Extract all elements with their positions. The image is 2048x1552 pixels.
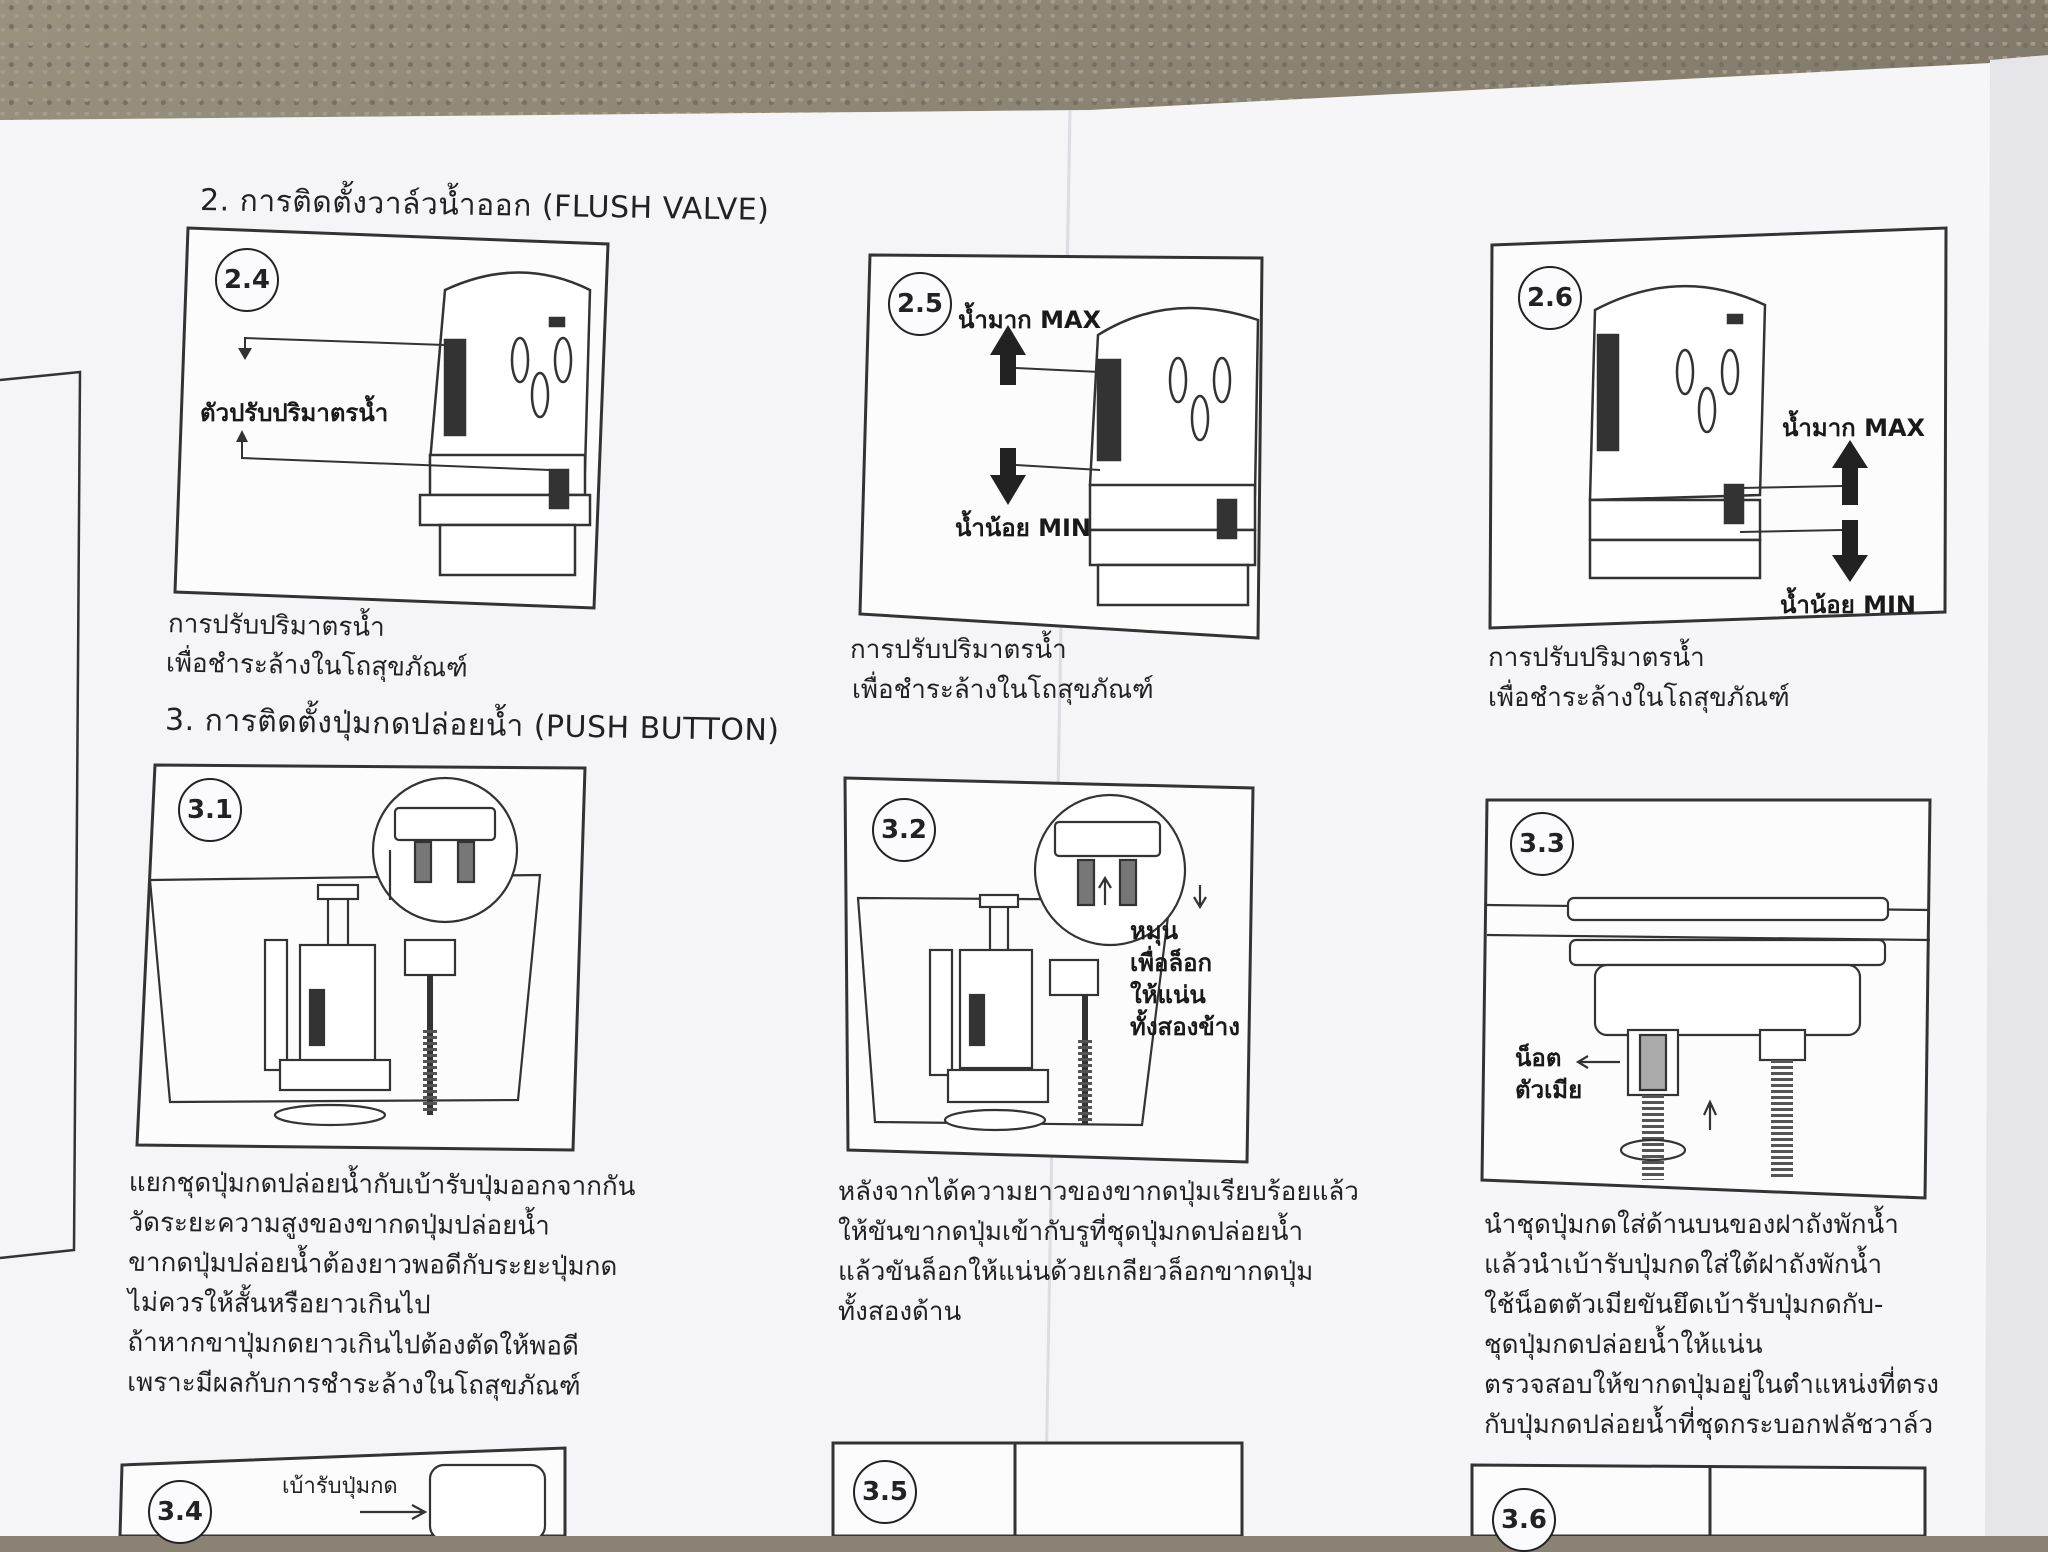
step-badge-3-3: 3.3 (1510, 812, 1574, 876)
label-nut-line: ตัวเมีย (1515, 1076, 1583, 1104)
caption-3-1-line: ไม่ควรให้สั้นหรือยาวเกินไป (127, 1287, 431, 1321)
caption-3-1-line: ถ้าหากขาปุ่มกดยาวเกินไปต้องตัดให้พอดี (127, 1327, 579, 1362)
step-badge-2-6: 2.6 (1518, 266, 1582, 330)
caption-3-1-line: ขากดปุ่มปล่อยน้ำต้องยาวพอดีกับระยะปุ่มกด (128, 1247, 618, 1283)
flush-valve-2-6 (1588, 285, 1767, 580)
tank-diagram-3-1 (148, 776, 542, 1127)
caption-2-6-line1: การปรับปริมาตรน้ำ (1488, 643, 1705, 673)
caption-3-1-line: แยกชุดปุ่มกดปล่อยน้ำกับเบ้ารับปุ่มออกจาก… (128, 1167, 636, 1203)
caption-2-6-line2: เพื่อชำระล้างในโถสุขภัณฑ์ (1488, 683, 1790, 713)
step-badge-3-5: 3.5 (853, 1460, 917, 1524)
label-button-cup: เบ้ารับปุ่มกด (282, 1474, 398, 1499)
step-badge-3-2: 3.2 (872, 798, 936, 862)
caption-2-5-line2: เพื่อชำระล้างในโถสุขภัณฑ์ (852, 675, 1154, 705)
caption-2-5-line1: การปรับปริมาตรน้ำ (850, 635, 1067, 665)
caption-3-2-line: หลังจากได้ความยาวของขากดปุ่มเรียบร้อยแล้… (838, 1177, 1359, 1207)
label-min-2-5: น้ำน้อย MIN (955, 514, 1092, 542)
label-turn-line: หมุน (1130, 917, 1179, 945)
section-2-heading: 2. การติดตั้งวาล์วน้ำออก (FLUSH VALVE) (199, 183, 770, 228)
caption-3-3-line: ชุดปุ่มกดปล่อยน้ำให้แน่น (1484, 1330, 1763, 1360)
caption-3-3-line: นำชุดปุ่มกดใส่ด้านบนของฝาถังพักน้ำ (1484, 1210, 1899, 1240)
caption-3-2-line: แล้วขันล็อกให้แน่นด้วยเกลียวล็อกขากดปุ่ม (838, 1257, 1314, 1287)
label-max-2-6: น้ำมาก MAX (1782, 414, 1926, 442)
step-badge-3-4: 3.4 (148, 1480, 212, 1544)
label-nut: น็อต ตัวเมีย (1515, 1042, 1582, 1106)
label-turn-line: ทั้งสองข้าง (1130, 1013, 1240, 1041)
caption-3-3: นำชุดปุ่มกดใส่ด้านบนของฝาถังพักน้ำ แล้วน… (1484, 1205, 1939, 1445)
step-badge-3-6: 3.6 (1492, 1488, 1556, 1552)
caption-3-1: แยกชุดปุ่มกดปล่อยน้ำกับเบ้ารับปุ่มออกจาก… (127, 1163, 636, 1407)
caption-2-4-line2: เพื่อชำระล้างในโถสุขภัณฑ์ (165, 648, 468, 684)
flush-valve-2-4 (418, 271, 592, 577)
label-water-adjuster: ตัวปรับปริมาตรน้ำ (200, 399, 389, 427)
label-turn-line: เพื่อล็อก (1130, 949, 1213, 977)
step-badge-2-4: 2.4 (215, 248, 279, 312)
label-max-2-5: น้ำมาก MAX (958, 306, 1102, 334)
caption-3-3-line: ตรวจสอบให้ขากดปุ่มอยู่ในตำแหน่งที่ตรง (1484, 1370, 1939, 1400)
caption-2-4-line1: การปรับปริมาตรน้ำ (167, 609, 385, 643)
flush-valve-2-5 (1088, 306, 1260, 607)
caption-3-2: หลังจากได้ความยาวของขากดปุ่มเรียบร้อยแล้… (838, 1172, 1359, 1332)
step-badge-3-1: 3.1 (178, 778, 242, 842)
caption-3-1-line: วัดระยะความสูงของขากดปุ่มปล่อยน้ำ (128, 1207, 550, 1242)
label-turn-lock: หมุน เพื่อล็อก ให้แน่น ทั้งสองข้าง (1130, 915, 1240, 1043)
step-badge-2-5: 2.5 (888, 272, 952, 336)
caption-3-2-line: ให้ขันขากดปุ่มเข้ากับรูที่ชุดปุ่มกดปล่อย… (838, 1217, 1304, 1247)
button-mount-3-3 (1486, 896, 1931, 1180)
label-turn-line: ให้แน่น (1130, 981, 1206, 1009)
caption-3-1-line: เพราะมีผลกับการชำระล้างในโถสุขภัณฑ์ (127, 1367, 581, 1402)
caption-3-3-line: กับปุ่มกดปล่อยน้ำที่ชุดกระบอกฟลัชวาล์ว (1484, 1410, 1934, 1440)
tank-diagram-3-2 (856, 793, 1207, 1132)
caption-3-3-line: แล้วนำเบ้ารับปุ่มกดใส่ใต้ฝาถังพักน้ำ (1484, 1250, 1883, 1280)
label-min-2-6: น้ำน้อย MIN (1780, 591, 1917, 619)
label-nut-line: น็อต (1515, 1044, 1562, 1072)
caption-3-2-line: ทั้งสองด้าน (838, 1297, 962, 1327)
caption-3-3-line: ใช้น็อตตัวเมียขันยึดเบ้ารับปุ่มกดกับ- (1484, 1290, 1884, 1320)
